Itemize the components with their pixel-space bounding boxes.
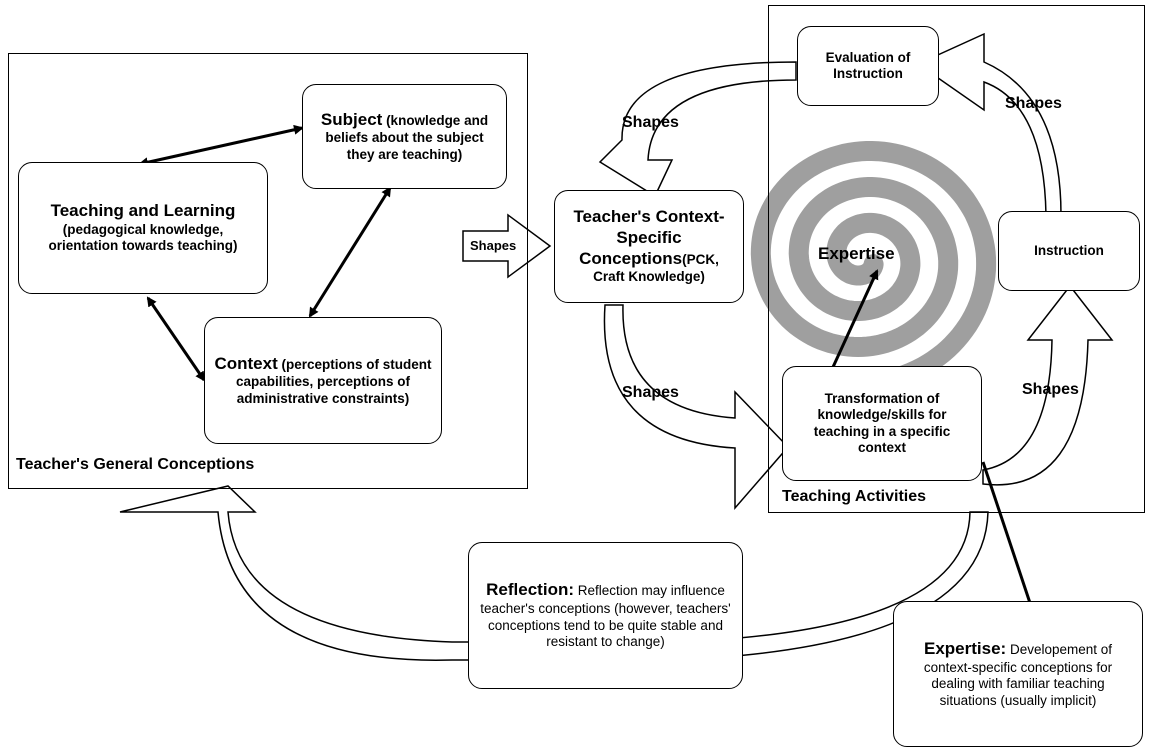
context-specific-conceptions-node: Teacher's Context-Specific Conceptions(P… xyxy=(554,190,744,303)
ring-arrow-bottom-right xyxy=(982,284,1114,486)
shapes-block-arrow-into-context xyxy=(462,213,552,279)
expertise-spiral xyxy=(750,141,997,393)
arrow-teaching-context xyxy=(146,296,206,382)
line-expertise-note xyxy=(981,461,1033,607)
instruction-node: Instruction xyxy=(998,211,1140,291)
arrow-subject-context xyxy=(308,186,392,318)
subject-node: Subject (knowledge and beliefs about the… xyxy=(302,84,507,189)
expertise-center-label: Expertise xyxy=(818,244,895,263)
transformation-node: Transformation of knowledge/skills for t… xyxy=(782,366,982,481)
shapes-label-top-right: Shapes xyxy=(1005,95,1062,112)
evaluation-node: Evaluation of Instruction xyxy=(797,26,939,106)
reflection-arc-arrow xyxy=(119,485,989,661)
context-node: Context (perceptions of student capabili… xyxy=(204,317,442,444)
shapes-label-into-context: Shapes xyxy=(470,238,517,253)
teaching-activities-title: Teaching Activities xyxy=(782,488,927,505)
shapes-label-bottom-right: Shapes xyxy=(1022,381,1079,398)
shapes-label-bottom-left: Shapes xyxy=(622,384,679,401)
expertise-note-node: Expertise: Developement of context-speci… xyxy=(893,601,1143,747)
reflection-node: Reflection: Reflection may influence tea… xyxy=(468,542,743,689)
teaching-learning-node: Teaching and Learning (pedagogical knowl… xyxy=(18,162,268,294)
ring-arrow-bottom-left xyxy=(603,304,790,511)
arrow-teaching-subject xyxy=(138,124,304,168)
general-conceptions-title: Teacher's General Conceptions xyxy=(16,456,255,473)
arrow-transformation-expertise xyxy=(826,269,879,379)
general-conceptions-frame xyxy=(8,53,528,489)
shapes-label-top-left: Shapes xyxy=(622,114,679,131)
teaching-activities-frame xyxy=(768,5,1145,513)
